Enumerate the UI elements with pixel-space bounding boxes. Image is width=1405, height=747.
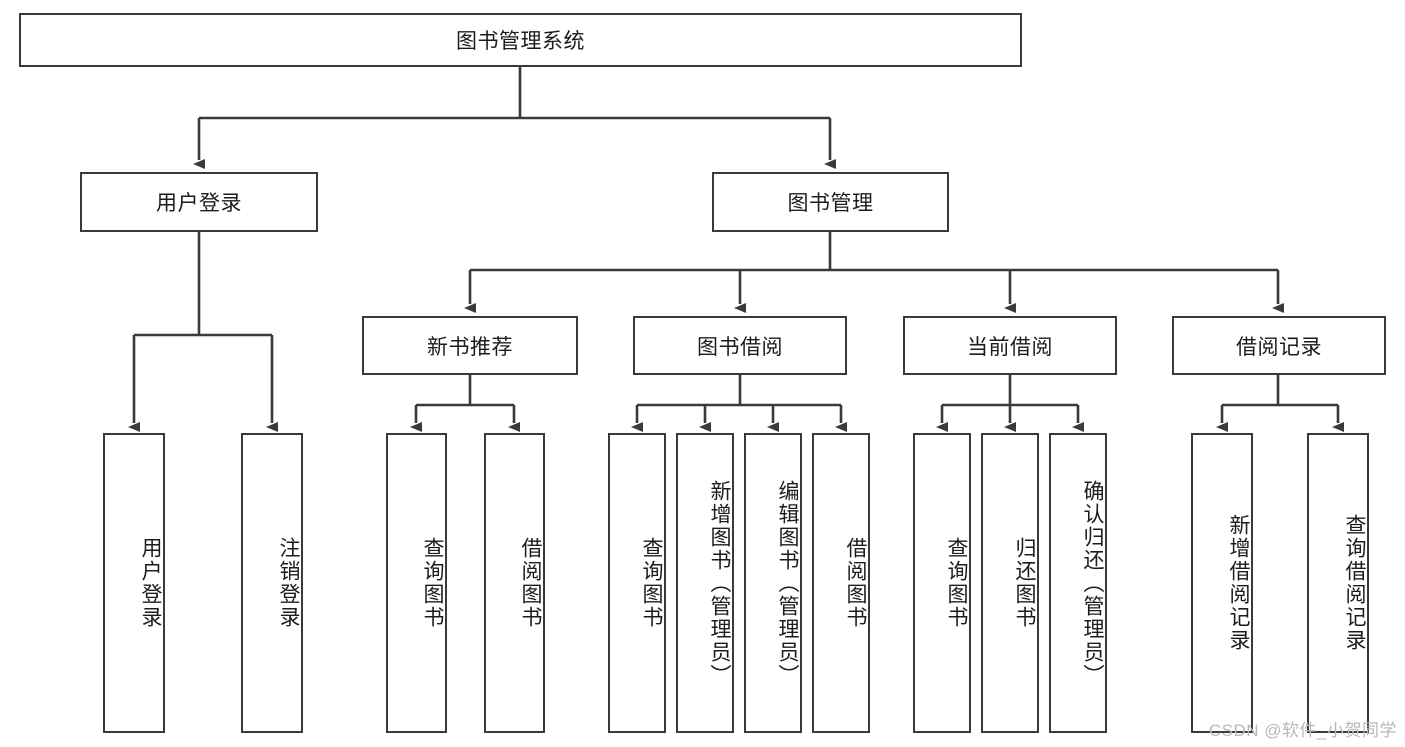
leaf-user-login[interactable]: 用户登录 — [103, 433, 165, 733]
node-root[interactable]: 图书管理系统 — [19, 13, 1022, 67]
node-borrow-record-label: 借阅记录 — [1236, 335, 1322, 359]
node-user-login-label: 用户登录 — [156, 192, 242, 215]
leaf-confirm-return[interactable]: 确认归还（管理员） — [1049, 433, 1107, 733]
leaf-edit-book-label: 编辑图书（管理员） — [776, 479, 799, 687]
csdn-watermark: CSDN @软件_小贺同学 — [1208, 721, 1397, 740]
leaf-query-book-new[interactable]: 查询图书 — [386, 433, 447, 733]
leaf-borrow-book-label: 借阅图书 — [844, 537, 867, 629]
node-book-manage-label: 图书管理 — [787, 192, 874, 215]
node-current-borrow-label: 当前借阅 — [967, 335, 1053, 359]
leaf-logout-label: 注销登录 — [277, 537, 300, 629]
leaf-borrow-book[interactable]: 借阅图书 — [812, 433, 870, 733]
leaf-return-book[interactable]: 归还图书 — [981, 433, 1039, 733]
leaf-add-borrow-record[interactable]: 新增借阅记录 — [1191, 433, 1253, 733]
leaf-add-borrow-record-label: 新增借阅记录 — [1227, 514, 1250, 652]
leaf-query-book-current[interactable]: 查询图书 — [913, 433, 971, 733]
leaf-query-book-current-label: 查询图书 — [945, 537, 968, 629]
leaf-add-book-label: 新增图书（管理员） — [708, 479, 731, 687]
leaf-borrow-book-new[interactable]: 借阅图书 — [484, 433, 545, 733]
node-user-login[interactable]: 用户登录 — [80, 172, 318, 232]
leaf-confirm-return-label: 确认归还（管理员） — [1081, 479, 1104, 687]
leaf-logout[interactable]: 注销登录 — [241, 433, 303, 733]
leaf-return-book-label: 归还图书 — [1013, 537, 1036, 629]
node-new-book-recommend[interactable]: 新书推荐 — [362, 316, 578, 375]
leaf-borrow-book-new-label: 借阅图书 — [519, 537, 542, 629]
leaf-query-borrow-record-label: 查询借阅记录 — [1343, 514, 1366, 652]
leaf-query-book-borrow[interactable]: 查询图书 — [608, 433, 666, 733]
node-book-borrow-label: 图书借阅 — [697, 335, 783, 359]
node-book-borrow[interactable]: 图书借阅 — [633, 316, 847, 375]
leaf-query-book-borrow-label: 查询图书 — [640, 537, 663, 629]
node-root-label: 图书管理系统 — [456, 30, 585, 53]
node-borrow-record[interactable]: 借阅记录 — [1172, 316, 1386, 375]
leaf-user-login-label: 用户登录 — [139, 537, 162, 629]
node-book-manage[interactable]: 图书管理 — [712, 172, 949, 232]
leaf-edit-book[interactable]: 编辑图书（管理员） — [744, 433, 802, 733]
node-new-book-recommend-label: 新书推荐 — [427, 335, 513, 359]
leaf-query-book-new-label: 查询图书 — [421, 537, 444, 629]
leaf-query-borrow-record[interactable]: 查询借阅记录 — [1307, 433, 1369, 733]
leaf-add-book[interactable]: 新增图书（管理员） — [676, 433, 734, 733]
node-current-borrow[interactable]: 当前借阅 — [903, 316, 1117, 375]
